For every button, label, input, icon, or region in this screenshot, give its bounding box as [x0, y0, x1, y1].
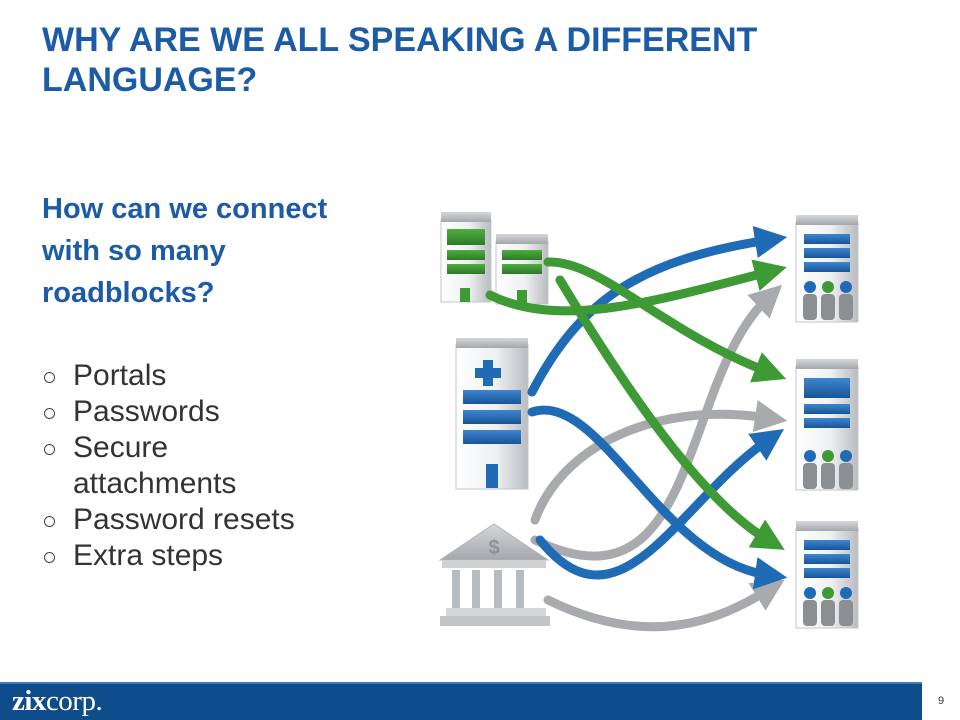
circle-bullet-icon	[44, 444, 55, 455]
bullet-text-continued: attachments	[73, 467, 237, 500]
circle-bullet-icon	[44, 372, 55, 383]
office-building-icon	[440, 212, 492, 303]
bullet-extra-steps: Extra steps	[42, 538, 382, 574]
bank-building-icon: $	[438, 523, 550, 626]
destination-building-bottom	[795, 521, 859, 629]
blue-arrow	[535, 429, 785, 580]
destination-building-middle	[795, 359, 859, 491]
gray-arrow	[543, 579, 785, 632]
bullet-passwords: Passwords	[42, 394, 382, 430]
slide-title: WHY ARE WE ALL SPEAKING A DIFFERENT LANG…	[42, 21, 758, 99]
bullet-text: Portals	[73, 359, 167, 392]
dollar-sign-icon: $	[488, 537, 499, 559]
circle-bullet-icon	[44, 408, 55, 419]
circle-bullet-icon	[44, 552, 55, 563]
bullet-text: Passwords	[73, 395, 220, 428]
people-icon	[803, 281, 853, 320]
green-arrow	[555, 275, 785, 550]
connection-illustration: $	[438, 212, 859, 632]
hospital-building-icon	[455, 338, 529, 490]
bullet-text: Secure	[73, 431, 169, 464]
footer-bar: zixcorp. 9	[0, 682, 960, 720]
page-number: 9	[922, 682, 960, 720]
bullet-text: Extra steps	[73, 539, 224, 572]
green-arrow	[485, 259, 787, 316]
bullet-text: Password resets	[73, 503, 295, 536]
people-icon	[803, 587, 853, 626]
destination-building-top	[795, 215, 859, 323]
blue-arrow	[527, 405, 788, 590]
roadblock-list: Portals Passwords Secure attachments Pas…	[42, 358, 382, 574]
roadblocks-question: How can we connect with so many roadbloc…	[42, 193, 328, 309]
bullet-secure-attachments: Secure attachments	[42, 430, 382, 502]
bullet-password-resets: Password resets	[42, 502, 382, 538]
zixcorp-logo: zixcorp.	[12, 685, 103, 717]
circle-bullet-icon	[44, 516, 55, 527]
bullet-portals: Portals	[42, 358, 382, 394]
gray-arrow	[530, 284, 783, 561]
office-building-icon	[495, 234, 549, 305]
gray-arrow	[530, 400, 788, 525]
people-icon	[803, 450, 853, 489]
